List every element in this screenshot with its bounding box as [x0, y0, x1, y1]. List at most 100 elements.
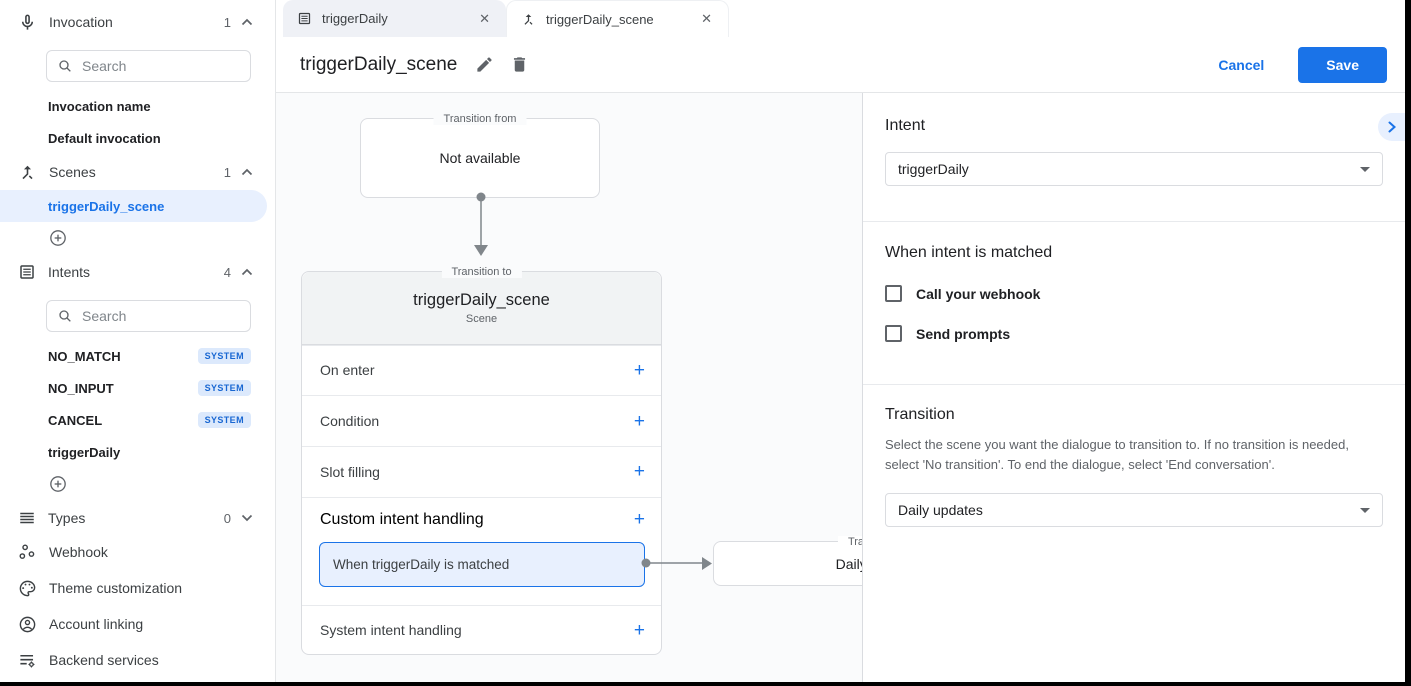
checkbox-unchecked[interactable] [885, 285, 902, 302]
transition-description: Select the scene you want the dialogue t… [885, 437, 1349, 472]
save-button[interactable]: Save [1298, 46, 1387, 83]
sidebar-item-account-linking[interactable]: Account linking [0, 606, 275, 642]
tab-label: triggerDaily_scene [546, 11, 654, 27]
types-icon [18, 509, 36, 527]
when-intent-matched-section: When intent is matched Call your webhook… [863, 222, 1405, 385]
checkbox-unchecked[interactable] [885, 325, 902, 342]
sidebar-item-cancel[interactable]: CANCEL SYSTEM [0, 404, 275, 436]
add-plus-icon[interactable]: + [633, 509, 645, 531]
editor-header: triggerDaily_scene Cancel Save [276, 37, 1405, 93]
intents-search-input[interactable]: Search [46, 300, 251, 332]
tab-bar: triggerDaily ✕ triggerDaily_scene ✕ [276, 0, 1405, 37]
sidebar-item-no-input[interactable]: NO_INPUT SYSTEM [0, 372, 275, 404]
sidebar-item-webhook[interactable]: Webhook [0, 534, 275, 570]
section-label: Intents [48, 264, 91, 280]
editor-content: Transition from Not available Transition… [276, 93, 1405, 682]
add-scene-button[interactable] [48, 226, 275, 250]
main-area: triggerDaily ✕ triggerDaily_scene ✕ trig… [276, 0, 1405, 682]
add-plus-icon[interactable]: + [633, 461, 645, 483]
system-badge: SYSTEM [197, 380, 251, 396]
box-legend: Transition from [433, 113, 527, 125]
matched-heading: When intent is matched [885, 244, 1053, 261]
chevron-down-icon [241, 514, 253, 522]
sidebar-item-no-match[interactable]: NO_MATCH SYSTEM [0, 340, 275, 372]
section-count: 4 [223, 264, 231, 280]
edit-pencil-icon[interactable] [475, 55, 494, 74]
transition-select-value: Daily updates [898, 502, 983, 518]
cancel-button[interactable]: Cancel [1218, 56, 1265, 73]
intent-icon [18, 263, 36, 281]
intent-detail-panel: Intent triggerDaily When intent is match… [862, 93, 1405, 682]
tab-triggerdaily-scene[interactable]: triggerDaily_scene ✕ [506, 0, 729, 37]
dropdown-caret-icon [1360, 507, 1370, 513]
collapse-panel-chevron-right-icon[interactable] [1378, 113, 1405, 141]
system-badge: SYSTEM [197, 348, 251, 364]
box-legend: Transition to [837, 536, 862, 548]
sidebar-section-intents[interactable]: Intents 4 [0, 256, 275, 288]
webhook-icon [18, 543, 37, 562]
screen-edge [0, 682, 1411, 686]
account-circle-icon [18, 615, 37, 634]
scene-row-slot-filling[interactable]: Slot filling + [302, 446, 661, 497]
system-badge: SYSTEM [197, 412, 251, 428]
sidebar-section-invocation[interactable]: Invocation 1 [0, 6, 275, 38]
section-label: Scenes [49, 164, 96, 180]
card-legend: Transition to [441, 266, 522, 278]
transition-section: Transition Select the scene you want the… [863, 385, 1405, 527]
scene-row-on-enter[interactable]: On enter + [302, 344, 661, 396]
palette-icon [18, 579, 37, 598]
scene-row-system-intent-handling[interactable]: System intent handling + [302, 605, 661, 654]
scene-card-title: triggerDaily_scene [413, 290, 550, 309]
page-title: triggerDaily_scene [300, 53, 458, 75]
scene-diagram-canvas[interactable]: Transition from Not available Transition… [276, 93, 862, 682]
intent-heading: Intent [885, 117, 926, 134]
from-box-label: Not available [439, 150, 521, 166]
sidebar-item-triggerdaily-scene[interactable]: triggerDaily_scene [0, 190, 267, 222]
add-plus-icon[interactable]: + [633, 619, 645, 641]
transition-target-box[interactable]: Transition to Daily updates [713, 536, 862, 586]
target-box-label: Daily updates [835, 555, 862, 572]
intent-handler-when-triggerdaily-matched[interactable]: When triggerDaily is matched [319, 541, 645, 587]
scene-icon [521, 12, 536, 27]
intent-icon [297, 11, 312, 26]
section-count: 1 [223, 14, 231, 30]
tab-label: triggerDaily [322, 11, 388, 26]
divider [863, 384, 1405, 385]
scene-row-condition[interactable]: Condition + [302, 395, 661, 446]
search-placeholder: Search [82, 58, 127, 74]
sidebar-section-types[interactable]: Types 0 [0, 502, 275, 534]
search-icon [57, 308, 73, 324]
section-count: 1 [223, 164, 231, 180]
add-plus-icon[interactable]: + [633, 410, 645, 432]
sidebar-item-invocation-name[interactable]: Invocation name [48, 98, 151, 114]
close-icon[interactable]: ✕ [479, 10, 490, 26]
scene-icon [18, 163, 37, 182]
search-icon [57, 58, 73, 74]
add-intent-button[interactable] [48, 472, 275, 496]
chevron-up-icon [241, 168, 253, 176]
close-icon[interactable]: ✕ [701, 11, 712, 26]
tab-triggerdaily[interactable]: triggerDaily ✕ [283, 0, 506, 37]
sidebar-item-triggerdaily[interactable]: triggerDaily [48, 444, 121, 460]
invocation-search-input[interactable]: Search [46, 50, 251, 82]
scene-card: Transition to triggerDaily_scene Scene O… [301, 266, 662, 655]
delete-trash-icon[interactable] [510, 55, 529, 74]
section-count: 0 [223, 510, 231, 526]
intent-select-value: triggerDaily [898, 161, 969, 177]
plus-circle-icon [48, 228, 68, 248]
section-label: Types [48, 510, 86, 526]
sidebar-item-theme-customization[interactable]: Theme customization [0, 570, 275, 606]
microphone-icon [18, 13, 37, 32]
send-prompts-checkbox-row[interactable]: Send prompts [885, 325, 1383, 342]
transition-select[interactable]: Daily updates [885, 493, 1383, 527]
sidebar: Invocation 1 Search Invocation name Defa… [0, 0, 276, 682]
transition-heading: Transition [885, 406, 955, 423]
sidebar-section-scenes[interactable]: Scenes 1 [0, 156, 275, 188]
search-placeholder: Search [82, 308, 127, 324]
intent-select[interactable]: triggerDaily [885, 152, 1383, 186]
sidebar-item-default-invocation[interactable]: Default invocation [48, 130, 161, 146]
sidebar-item-backend-services[interactable]: Backend services [0, 642, 275, 678]
call-webhook-checkbox-row[interactable]: Call your webhook [885, 285, 1383, 302]
add-plus-icon[interactable]: + [633, 359, 645, 381]
section-label: Invocation [49, 14, 113, 30]
